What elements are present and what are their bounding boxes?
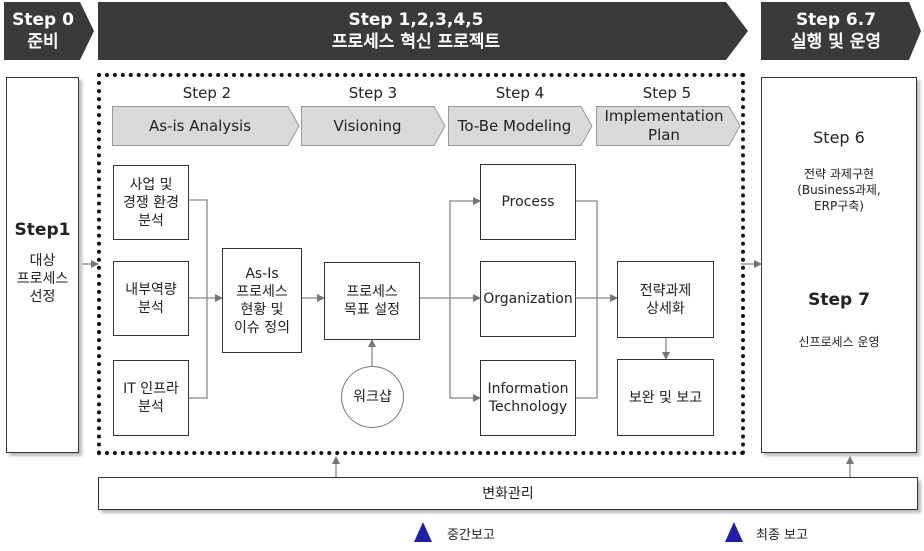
- goal-line2: 목표 설정: [344, 302, 400, 318]
- analysis-it-box: IT 인프라 분석: [113, 360, 189, 436]
- change-management-label: 변화관리: [482, 485, 534, 502]
- report-label: 보완 및 보고: [628, 389, 703, 406]
- banner-project: Step 1,2,3,4,5 프로세스 혁신 프로젝트: [98, 2, 748, 60]
- phase-impl-text: Implementation Plan: [596, 106, 732, 146]
- banner-step67-shape: [761, 2, 921, 60]
- banner-project-shape: [98, 2, 748, 60]
- step67-panel: Step 6 전략 과제구현 (Business과제, ERP구축) Step …: [761, 77, 917, 453]
- tobe-organization-box: Organization: [480, 261, 576, 337]
- strategy-line2: 상세화: [646, 300, 685, 317]
- asis-definition-box: As-Is 프로세스 현황 및 이슈 정의: [222, 248, 302, 353]
- step7-title: Step 7: [808, 290, 870, 310]
- strategy-line1: 전략과제: [639, 282, 692, 299]
- phase-implementation-plan: Implementation Plan: [596, 106, 741, 146]
- step1-panel: Step1 대상 프로세스 선정: [6, 77, 79, 453]
- phase-step4-label: Step 4: [495, 84, 545, 102]
- banner-step0-shape: [4, 2, 94, 60]
- asis-line1: As-Is: [245, 265, 279, 282]
- step7-line1: 신프로세스 운영: [798, 335, 880, 349]
- step6-line1: 전략 과제구현: [803, 167, 875, 181]
- step1-line2: 프로세스: [16, 271, 69, 287]
- goal-line1: 프로세스: [346, 284, 398, 300]
- step1-title: Step1: [14, 220, 71, 240]
- banner-step0-title: Step 0: [12, 10, 74, 30]
- step6-line2: (Business과제,: [797, 183, 881, 197]
- phase-step5-label: Step 5: [642, 84, 692, 102]
- step6-title: Step 6: [813, 128, 865, 147]
- step1-line3: 선정: [29, 289, 56, 305]
- milestone-interim: 중간보고: [413, 521, 553, 545]
- analysis-business-line1: 사업 및: [129, 176, 173, 193]
- milestone-final-label: 최종 보고: [756, 528, 808, 543]
- analysis-capability-box: 내부역량 분석: [113, 261, 189, 336]
- phase-tobe-modeling: To-Be Modeling: [448, 106, 593, 146]
- milestone-final-triangle-icon: [725, 522, 743, 542]
- workshop-label: 워크샵: [353, 389, 392, 405]
- banner-step0-subtitle: 준비: [27, 32, 59, 52]
- phase-impl-line1: Implementation: [604, 107, 724, 125]
- change-management-bar: 변화관리: [98, 477, 918, 510]
- tobe-it-line1: Information: [487, 381, 569, 397]
- report-box: 보완 및 보고: [617, 359, 714, 436]
- phase-visioning-text: Visioning: [333, 116, 402, 135]
- phase-asis-shape: [112, 106, 300, 146]
- analysis-it-line2: 분석: [138, 399, 164, 415]
- phase-impl-shape: [596, 106, 741, 146]
- tobe-organization-label: Organization: [483, 291, 573, 307]
- milestone-interim-label: 중간보고: [447, 528, 495, 543]
- milestone-final: 최종 보고: [724, 521, 874, 545]
- asis-line4: 이슈 정의: [234, 319, 290, 336]
- phase-visioning-shape: [301, 106, 446, 146]
- tobe-process-box: Process: [480, 164, 576, 240]
- banner-project-subtitle: 프로세스 혁신 프로젝트: [331, 32, 501, 52]
- strategy-detail-box: 전략과제 상세화: [617, 261, 714, 338]
- step1-line1: 대상: [29, 253, 56, 269]
- banner-step67: Step 6.7 실행 및 운영: [761, 2, 921, 60]
- phase-tobe-text: To-Be Modeling: [457, 116, 572, 135]
- banner-step67-subtitle: 실행 및 운영: [790, 32, 882, 52]
- asis-line3: 현황 및: [240, 301, 284, 318]
- tobe-process-label: Process: [501, 194, 555, 210]
- analysis-business-line3: 분석: [138, 212, 164, 229]
- tobe-it-box: Information Technology: [480, 360, 576, 436]
- banner-step0: Step 0 준비: [4, 2, 94, 60]
- tobe-it-line2: Technology: [488, 399, 568, 415]
- phase-asis-text: As-is Analysis: [148, 116, 252, 135]
- analysis-capability-line1: 내부역량: [125, 281, 177, 298]
- phase-tobe-shape: [448, 106, 593, 146]
- goal-setting-box: 프로세스 목표 설정: [324, 262, 420, 340]
- phase-step3-label: Step 3: [348, 84, 398, 102]
- phase-asis-analysis: As-is Analysis: [112, 106, 300, 146]
- step6-line3: ERP구축): [814, 199, 864, 213]
- workshop-circle: 워크샵: [341, 366, 404, 428]
- phase-visioning: Visioning: [301, 106, 446, 146]
- analysis-business-box: 사업 및 경쟁 환경 분석: [113, 165, 189, 240]
- banner-project-title: Step 1,2,3,4,5: [348, 10, 484, 30]
- analysis-it-line1: IT 인프라: [123, 381, 179, 397]
- milestone-interim-triangle-icon: [414, 522, 432, 542]
- analysis-capability-line2: 분석: [138, 299, 164, 316]
- phase-step2-label: Step 2: [182, 84, 232, 102]
- asis-line2: 프로세스: [236, 283, 288, 300]
- phase-impl-line2: Plan: [648, 126, 680, 144]
- banner-step67-title: Step 6.7: [795, 10, 877, 30]
- analysis-business-line2: 경쟁 환경: [123, 194, 179, 211]
